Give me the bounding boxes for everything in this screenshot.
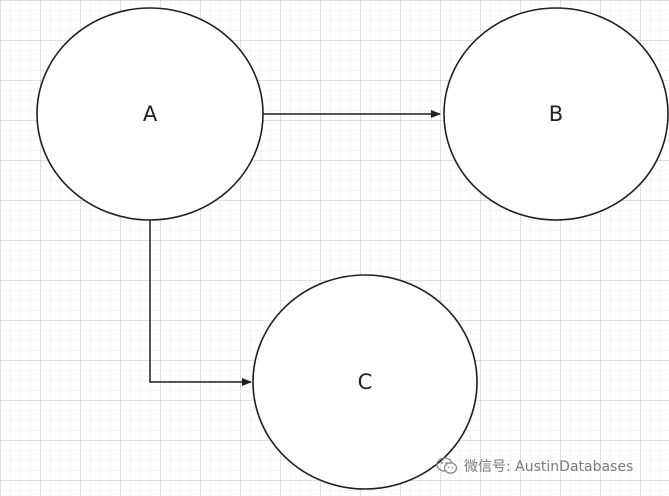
node-b-label: B (549, 102, 563, 126)
edge-a-to-c (149, 220, 252, 386)
node-c-label: C (358, 370, 373, 394)
wechat-icon (436, 457, 458, 474)
node-b[interactable]: B (443, 7, 669, 221)
node-a-label: A (143, 102, 158, 126)
watermark-text: 微信号: AustinDatabases (464, 459, 634, 475)
node-a[interactable]: A (36, 7, 264, 221)
node-b-shape (443, 7, 669, 221)
node-c-shape (252, 274, 478, 490)
watermark: 微信号: AustinDatabases (436, 455, 633, 477)
node-a-shape (36, 7, 264, 221)
node-c[interactable]: C (252, 274, 478, 490)
